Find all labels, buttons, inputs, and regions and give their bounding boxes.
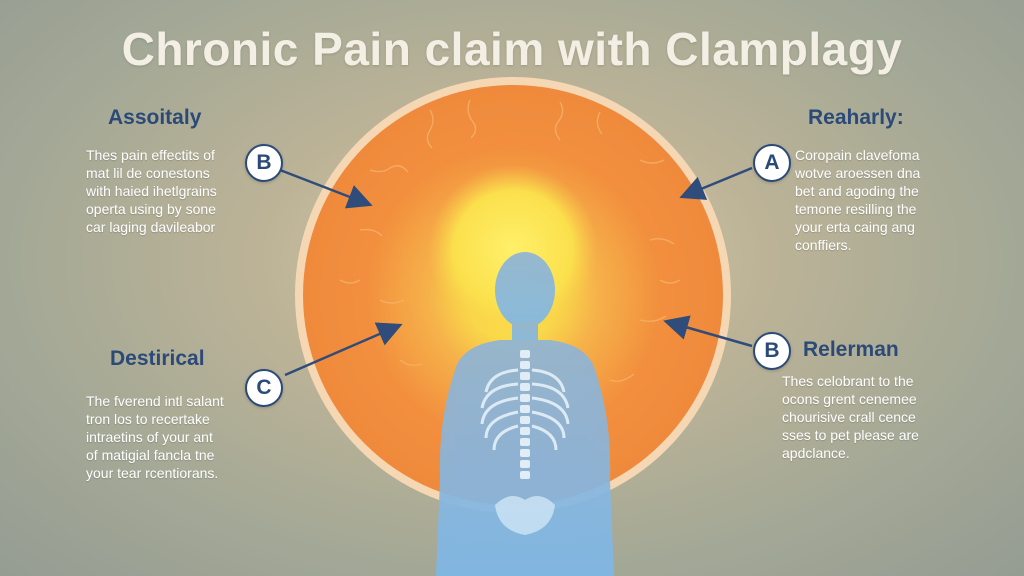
arrow-right-bottom [663, 315, 753, 348]
right-top-heading: Reaharly: [808, 106, 904, 129]
left-bottom-line: your tear rcentiorans. [86, 465, 219, 481]
right-bottom-badge: B [753, 332, 791, 370]
right-top-line: Coropain clavefoma [795, 147, 920, 163]
right-bottom-line: ocons grent cenemee [782, 391, 917, 407]
left-bottom-heading: Destirical [110, 347, 205, 370]
left-top-line: operta using by sone [86, 201, 216, 217]
human-body-icon [436, 252, 614, 576]
arrow-left-top [279, 168, 373, 209]
arrow-left-bottom [284, 322, 403, 377]
spine-icon [520, 350, 530, 479]
left-bottom-line: intraetins of your ant [86, 429, 213, 445]
right-bottom-line: apdclance. [782, 445, 850, 461]
left-top-heading: Assoitaly [108, 106, 202, 129]
arrow-right-top [679, 166, 753, 200]
right-top-line: wotve aroessen dna [795, 165, 921, 181]
right-bottom-text: Thes celobrant to the ocons grent ceneme… [782, 372, 919, 462]
right-bottom-line: chourisive crall cence [782, 409, 916, 425]
right-bottom-line: sses to pet please are [782, 427, 919, 443]
right-bottom-line: Thes celobrant to the [782, 373, 914, 389]
left-top-line: car laging davileabor [86, 219, 216, 235]
right-top-badge: A [753, 144, 791, 182]
left-top-line: mat lil de conestons [86, 165, 210, 181]
left-top-line: Thes pain effectits of [86, 147, 215, 163]
right-bottom-heading: Relerman [803, 338, 899, 361]
right-top-line: conffiers. [795, 237, 852, 253]
left-bottom-line: tron los to recertake [86, 411, 210, 427]
left-bottom-badge: C [245, 369, 283, 407]
ribcage-icon [480, 368, 570, 451]
right-top-line: bet and agoding the [795, 183, 919, 199]
left-bottom-line: The fverend intl salant [86, 393, 224, 409]
right-top-line: your erta caing ang [795, 219, 915, 235]
page-title: Chronic Pain claim with Clamplagy [121, 23, 903, 75]
pelvis-icon [495, 496, 555, 535]
right-top-text: Coropain clavefoma wotve aroessen dna be… [795, 146, 920, 254]
left-bottom-line: of matigial fancla tne [86, 447, 215, 463]
left-bottom-text: The fverend intl salant tron los to rece… [86, 392, 224, 482]
right-top-line: temone resilling the [795, 201, 917, 217]
left-top-badge: B [245, 144, 283, 182]
left-top-line: with haied ihetlgrains [86, 183, 217, 199]
left-top-text: Thes pain effectits of mat lil de conest… [86, 146, 217, 236]
pain-glow-core [428, 165, 598, 335]
